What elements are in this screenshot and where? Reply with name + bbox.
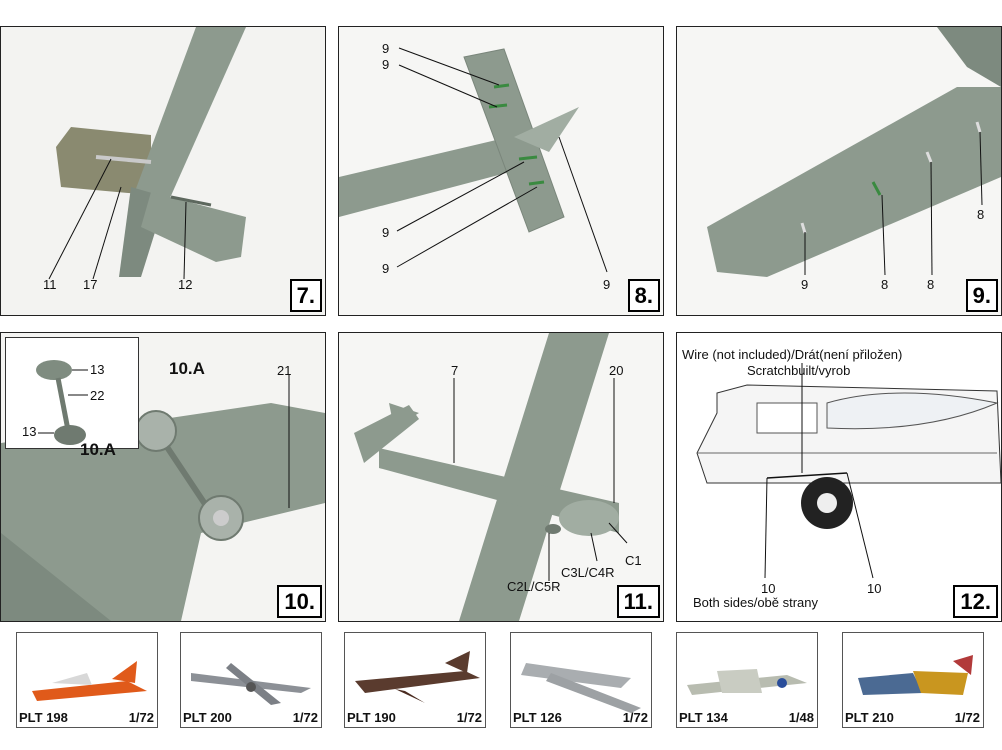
callout-9-d: 9 [382, 261, 390, 276]
step-number: 12. [953, 585, 998, 618]
aircraft-thumbnail [191, 663, 311, 705]
wire-note: Wire (not included)/Drát(není přiložen) [682, 347, 903, 362]
inset-title: 10.A [80, 440, 116, 459]
product-code: PLT 126 [513, 710, 562, 725]
product-scale: 1/72 [456, 710, 482, 725]
step-8-panel: 9 9 9 9 9 8. [338, 26, 664, 316]
aircraft-thumbnail [687, 669, 807, 695]
both-sides-note: Both sides/obě strany [693, 595, 819, 610]
callout-10-b: 10 [867, 581, 882, 596]
product-code: PLT 198 [19, 710, 68, 725]
product-code: PLT 190 [347, 710, 396, 725]
aircraft-thumbnail [858, 655, 973, 695]
aircraft-thumbnail [355, 651, 480, 703]
step-11-panel: 7 20 C1 C3L/C4R C2L/C5R 11. [338, 332, 664, 622]
product-scale: 1/72 [622, 710, 648, 725]
callout-c1: C1 [625, 553, 642, 568]
product-code: PLT 210 [845, 710, 894, 725]
wheel-axle-illustration [36, 360, 88, 445]
step-number: 9. [965, 279, 998, 312]
product-plt-198[interactable]: PLT 198 1/72 [16, 632, 158, 728]
product-code: PLT 200 [183, 710, 232, 725]
callout-13-top: 13 [90, 362, 105, 377]
product-code: PLT 134 [679, 710, 728, 725]
tail-assembly-illustration [1, 27, 325, 315]
step-7-panel: 11 17 12 7. [0, 26, 326, 316]
wire-bracing-drawing [677, 333, 1002, 621]
product-scale: 1/72 [128, 710, 154, 725]
aircraft-thumbnail [32, 661, 147, 701]
callout-7: 7 [451, 363, 459, 378]
callout-9: 9 [801, 277, 809, 292]
callout-20: 20 [609, 363, 624, 378]
wing-underside-illustration [677, 27, 1001, 315]
callout-22: 22 [90, 388, 105, 403]
callout-12: 12 [178, 277, 193, 292]
product-plt-126[interactable]: PLT 126 1/72 [510, 632, 652, 728]
callout-8-a: 8 [881, 277, 889, 292]
product-plt-200[interactable]: PLT 200 1/72 [180, 632, 322, 728]
aircraft-overview-illustration [339, 333, 663, 621]
step-number: 10. [277, 585, 322, 618]
aircraft-thumbnail [521, 663, 641, 713]
wheel-assembly-inset: 13 22 13 10.A [5, 337, 139, 459]
product-scale: 1/48 [788, 710, 814, 725]
product-scale: 1/72 [292, 710, 318, 725]
callout-8-c: 8 [977, 207, 985, 222]
step-number: 8. [627, 279, 660, 312]
step-number: 7. [289, 279, 322, 312]
step-10-panel: 13 22 13 10.A 10.A 21 10. [0, 332, 326, 622]
step-number: 11. [616, 585, 660, 618]
sub-step-title: 10.A [169, 359, 205, 378]
callout-c3l-c4r: C3L/C4R [561, 565, 615, 580]
step-9-panel: 9 8 8 8 9. [676, 26, 1002, 316]
callout-9-a: 9 [382, 41, 390, 56]
callout-10-a: 10 [761, 581, 776, 596]
callout-13-bottom: 13 [22, 424, 37, 439]
callout-9-e: 9 [603, 277, 611, 292]
product-plt-210[interactable]: PLT 210 1/72 [842, 632, 984, 728]
landing-gear-illustration [1, 333, 325, 621]
stabilizer-illustration [339, 27, 663, 315]
scratchbuilt-note: Scratchbuilt/vyrob [747, 363, 851, 378]
step-12-panel: Wire (not included)/Drát(není přiložen) … [676, 332, 1002, 622]
callout-11: 11 [43, 277, 57, 292]
callout-8-b: 8 [927, 277, 935, 292]
product-plt-134[interactable]: PLT 134 1/48 [676, 632, 818, 728]
callout-9-b: 9 [382, 57, 390, 72]
callout-9-c: 9 [382, 225, 390, 240]
product-plt-190[interactable]: PLT 190 1/72 [344, 632, 486, 728]
callout-17: 17 [83, 277, 98, 292]
callout-c2l-c5r: C2L/C5R [507, 579, 561, 594]
callout-21: 21 [277, 363, 292, 378]
product-scale: 1/72 [954, 710, 980, 725]
